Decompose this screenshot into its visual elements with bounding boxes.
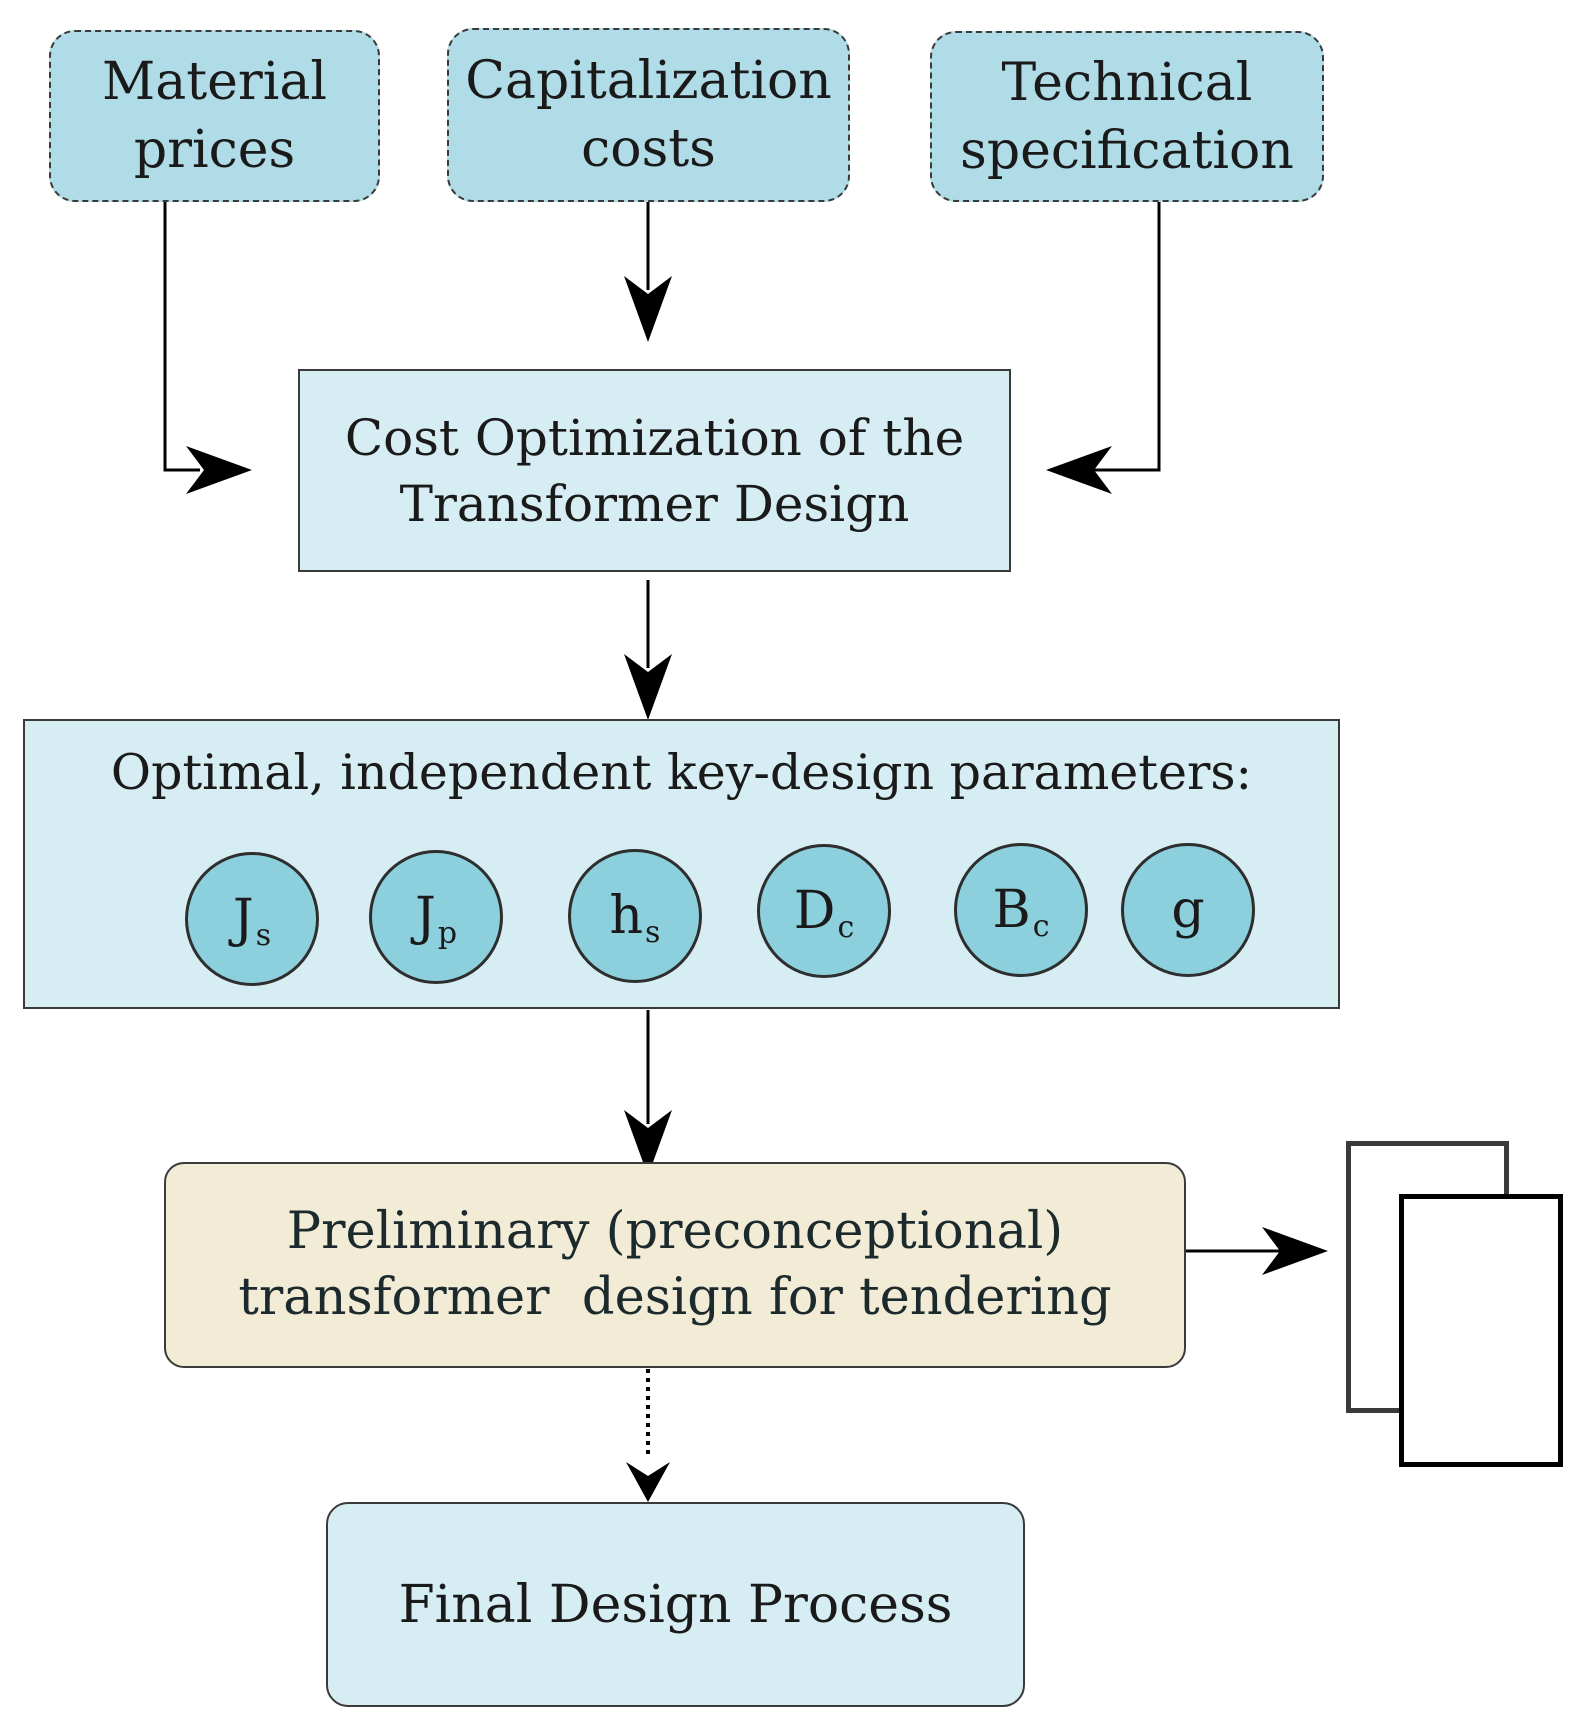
arrow-specification-to-optimization: [1046, 202, 1161, 494]
parameter-subscript: s: [255, 917, 272, 953]
material-prices-line-2: prices: [133, 120, 296, 180]
parameter-subscript: s: [645, 914, 661, 950]
arrow-capitalization-to-optimization: [624, 202, 672, 342]
parameter-subscript: p: [437, 915, 458, 951]
technical-specification-box: Technical specification: [930, 31, 1324, 202]
parameter-symbol: J: [232, 889, 254, 949]
preliminary-line-2: transformer design for tendering: [238, 1268, 1112, 1327]
arrow-optimization-to-parameters: [624, 580, 672, 720]
arrow-parameters-to-preliminary: [624, 1010, 672, 1176]
final-design-process-label: Final Design Process: [398, 1574, 953, 1635]
cost-optimization-line-1: Cost Optimization of the: [344, 408, 965, 467]
parameter-subscript: c: [837, 909, 855, 945]
parameter-symbol: h: [609, 886, 644, 946]
parameter-subscript: c: [1032, 908, 1050, 944]
parameter-symbol: D: [793, 881, 836, 941]
technical-specification-line-1: Technical: [1001, 52, 1253, 113]
arrow-preliminary-to-final: [626, 1360, 670, 1502]
arrow-material-to-optimization: [163, 202, 252, 494]
material-prices-line-1: Material: [101, 52, 328, 112]
arrow-preliminary-to-documents: [1186, 1227, 1328, 1275]
document-front-icon: [1399, 1194, 1563, 1467]
parameter-symbol: B: [992, 880, 1031, 940]
preliminary-design-box: Preliminary (preconceptional) transforme…: [164, 1162, 1186, 1368]
material-prices-box: Material prices: [49, 30, 380, 202]
final-design-process-box: Final Design Process: [326, 1502, 1025, 1707]
technical-specification-line-2: specification: [960, 120, 1294, 181]
capitalization-costs-line-2: costs: [581, 119, 716, 179]
cost-optimization-box: Cost Optimization of the Transformer Des…: [298, 369, 1011, 572]
capitalization-costs-box: Capitalization costs: [447, 28, 850, 202]
key-parameters-title: Optimal, independent key-design paramete…: [110, 744, 1253, 801]
parameter-g: g: [1121, 843, 1255, 977]
cost-optimization-line-2: Transformer Design: [399, 474, 910, 533]
parameter-symbol: g: [1171, 880, 1205, 940]
parameter-symbol: J: [414, 887, 436, 947]
capitalization-costs-line-1: Capitalization: [465, 51, 832, 111]
preliminary-line-1: Preliminary (preconceptional): [286, 1202, 1064, 1261]
